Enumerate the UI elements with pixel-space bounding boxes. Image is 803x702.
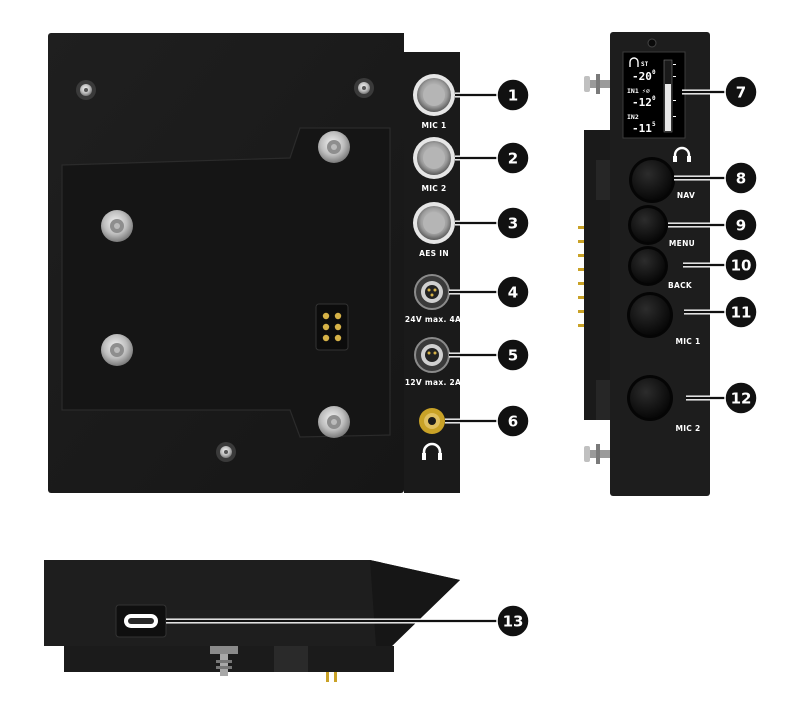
display-value-1: -20 bbox=[632, 70, 652, 83]
headphones-icon bbox=[629, 57, 639, 67]
side-panel: ST -20 0 IN1 ⚡∅ -12 0 IN2 -11 5 NAV bbox=[578, 32, 710, 496]
callout-badge bbox=[496, 604, 530, 638]
callout-number: 12 bbox=[731, 390, 752, 408]
mic1-knob[interactable] bbox=[627, 292, 673, 338]
headphones-icon bbox=[673, 146, 691, 161]
menu-button[interactable] bbox=[628, 205, 668, 245]
thumb-screw bbox=[584, 444, 610, 464]
callout-badge bbox=[496, 141, 530, 175]
oled-display: ST -20 0 IN1 ⚡∅ -12 0 IN2 -11 5 bbox=[622, 51, 686, 139]
thumb-screw bbox=[584, 74, 610, 94]
callout-number: 9 bbox=[736, 217, 746, 235]
callout-number: 4 bbox=[508, 284, 518, 302]
callout-number: 1 bbox=[508, 87, 518, 105]
screw bbox=[76, 80, 96, 100]
xlr-connector-mic1[interactable] bbox=[413, 74, 455, 116]
callout-number: 10 bbox=[731, 257, 752, 275]
headphones-icon bbox=[422, 442, 442, 459]
label-mic1-knob: MIC 1 bbox=[675, 337, 700, 346]
label-aes-in: AES IN bbox=[419, 249, 449, 258]
display-limiter-icon: ⚡∅ bbox=[642, 87, 650, 95]
callout-badge bbox=[724, 161, 758, 195]
display-exp-1: 0 bbox=[652, 69, 656, 76]
bottom-view bbox=[44, 560, 460, 682]
callout-badge bbox=[724, 248, 758, 282]
power-connector-12v[interactable] bbox=[414, 337, 450, 373]
mic2-knob[interactable] bbox=[627, 375, 673, 421]
back-panel: MIC 1 MIC 2 AES IN 24V max. 4A 12V max. … bbox=[48, 33, 461, 493]
display-value-3: -11 bbox=[632, 122, 652, 135]
mounting-bolt bbox=[101, 334, 133, 366]
mounting-plate bbox=[61, 127, 391, 438]
callout-badge bbox=[724, 381, 758, 415]
screw bbox=[354, 78, 374, 98]
callout-number: 8 bbox=[736, 170, 746, 188]
thumb-screw bbox=[210, 646, 238, 676]
label-24v: 24V max. 4A bbox=[405, 315, 461, 324]
label-12v: 12V max. 2A bbox=[405, 378, 461, 387]
callout-number: 6 bbox=[508, 413, 518, 431]
mounting-bolt bbox=[318, 131, 350, 163]
gold-pins bbox=[578, 226, 584, 327]
power-connector-24v[interactable] bbox=[414, 274, 450, 310]
mounting-bolt bbox=[318, 406, 350, 438]
display-value-2: -12 bbox=[632, 96, 652, 109]
label-nav: NAV bbox=[677, 191, 695, 200]
callout-number: 7 bbox=[736, 84, 746, 102]
callout-badge bbox=[724, 295, 758, 329]
xlr-connector-aes-in[interactable] bbox=[413, 202, 455, 244]
label-mic2-knob: MIC 2 bbox=[675, 424, 700, 433]
xlr-connector-mic2[interactable] bbox=[413, 137, 455, 179]
label-menu: MENU bbox=[669, 239, 695, 248]
mounting-bolt bbox=[101, 210, 133, 242]
callout-number: 11 bbox=[731, 304, 752, 322]
headphone-jack[interactable] bbox=[419, 408, 445, 434]
display-tag-st: ST bbox=[641, 61, 649, 68]
back-button[interactable] bbox=[628, 246, 668, 286]
level-meter-fill bbox=[665, 84, 671, 131]
label-back: BACK bbox=[668, 281, 693, 290]
callout-badge bbox=[496, 275, 530, 309]
display-exp-3: 5 bbox=[652, 121, 656, 128]
callout-badge bbox=[496, 78, 530, 112]
screw bbox=[216, 442, 236, 462]
label-mic1: MIC 1 bbox=[421, 121, 446, 130]
callout-number: 2 bbox=[508, 150, 518, 168]
display-tag-in1: IN1 bbox=[627, 87, 639, 95]
callout-badge bbox=[496, 338, 530, 372]
label-mic2: MIC 2 bbox=[421, 184, 446, 193]
display-tag-in2: IN2 bbox=[627, 113, 639, 121]
contact-pad bbox=[315, 303, 349, 351]
callout-badge bbox=[724, 75, 758, 109]
callout-badge bbox=[724, 208, 758, 242]
callout-badge bbox=[496, 206, 530, 240]
display-exp-2: 0 bbox=[652, 95, 656, 102]
callout-number: 5 bbox=[508, 347, 518, 365]
nav-knob[interactable] bbox=[629, 157, 675, 203]
callout-number: 3 bbox=[508, 215, 518, 233]
callout-badge bbox=[496, 404, 530, 438]
callout-number: 13 bbox=[503, 613, 524, 631]
